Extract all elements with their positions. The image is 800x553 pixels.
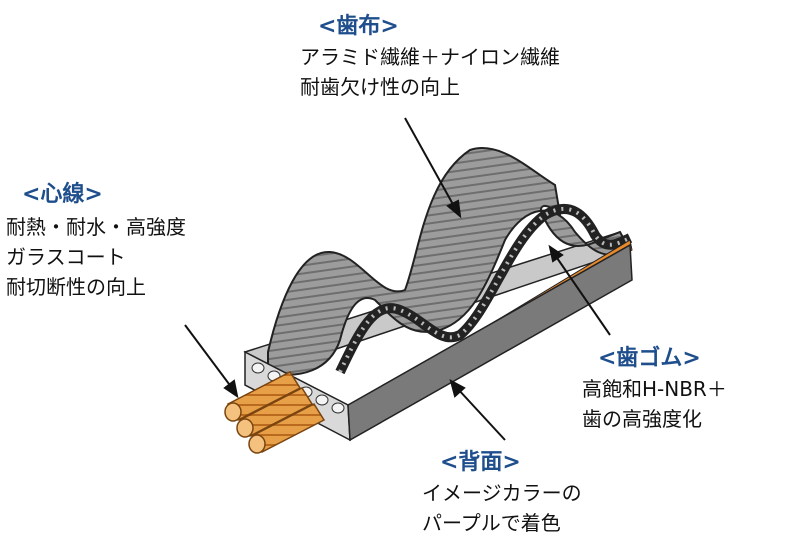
tooth-cloth-line-2: 耐歯欠け性の向上	[300, 75, 460, 99]
core-wire-desc: 耐熱・耐水・高強度 ガラスコート 耐切断性の向上	[6, 212, 186, 302]
back-face-desc: イメージカラーの パープルで着色	[422, 478, 582, 538]
back-face-line-2: パープルで着色	[422, 511, 561, 535]
core-wire-title: <心線>	[22, 182, 103, 207]
tooth-rubber-line-1: 高飽和H-NBR＋	[582, 377, 727, 401]
arrow-back-face	[456, 387, 506, 441]
back-face-line-1: イメージカラーの	[422, 481, 582, 505]
core-wire-line-1: 耐熱・耐水・高強度	[6, 215, 186, 239]
back-face-title: <背面>	[440, 450, 521, 475]
tooth-rubber-desc: 高飽和H-NBR＋ 歯の高強度化	[582, 374, 727, 434]
tooth-rubber-title: <歯ゴム>	[598, 346, 701, 371]
tooth-cloth-line-1: アラミド繊維＋ナイロン繊維	[300, 45, 560, 69]
belt-side-face	[347, 243, 633, 442]
arrow-tooth-rubber	[554, 254, 611, 336]
arrow-tooth-cloth	[404, 117, 456, 209]
arrow-core-wire	[184, 324, 233, 389]
tooth-cloth-title: <歯布>	[318, 14, 399, 39]
tooth-rubber-line-2: 歯の高強度化	[582, 407, 702, 431]
tooth-cloth-desc: アラミド繊維＋ナイロン繊維 耐歯欠け性の向上	[300, 42, 560, 102]
core-wire-line-2: ガラスコート	[6, 245, 126, 269]
core-wire-line-3: 耐切断性の向上	[6, 275, 146, 299]
core-wires	[224, 371, 326, 454]
